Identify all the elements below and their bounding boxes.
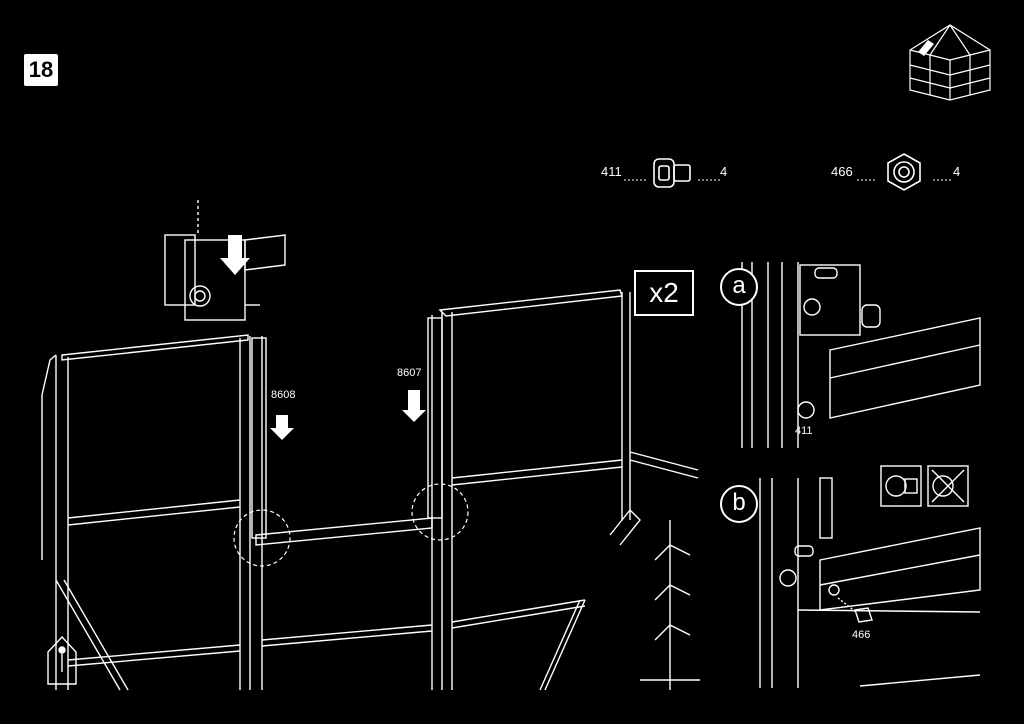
multiplier-badge: x2 [634,270,694,316]
dotted-leader-466 [857,179,953,181]
dotted-leader-411 [624,179,720,181]
greenhouse-overview-icon [909,24,991,101]
bolt-icon [653,158,691,188]
hardware-411-qty: 4 [720,164,728,179]
hardware-411-number: 411 [601,164,622,179]
detail-marker-a: a [720,268,758,306]
step-number: 18 [24,54,58,86]
detail-b-part-label: 466 [852,629,871,641]
nut-icon [887,153,921,191]
detail-a-part-label: 411 [795,425,813,437]
hardware-466-qty: 4 [953,164,961,179]
part-label-right: 8607 [397,367,422,379]
part-label-left: 8608 [271,389,296,401]
detail-marker-b: b [720,485,758,523]
hardware-466-number: 466 [831,164,853,179]
